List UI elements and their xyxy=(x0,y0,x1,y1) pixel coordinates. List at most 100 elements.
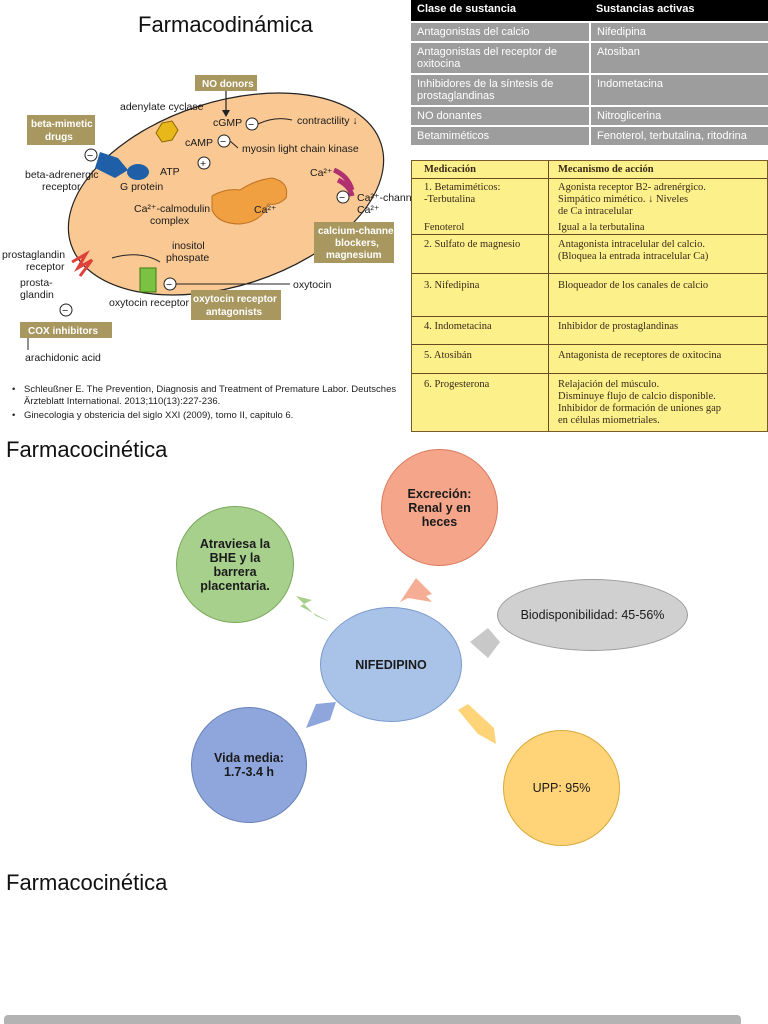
bubble-upp: UPP: 95% xyxy=(503,730,620,846)
beta-receptor-shape xyxy=(95,152,128,178)
bubble-excrecion-text: Excreción: Renal y en heces xyxy=(407,486,472,529)
table-row: Antagonistas del calcio Nifedipina xyxy=(411,22,768,43)
table-cell: Nitroglicerina xyxy=(590,106,768,127)
adenylate-cyclase-label: adenylate cyclase xyxy=(120,101,204,113)
table-row: Inhibidores de la síntesis de prostaglan… xyxy=(411,74,768,107)
arrow-up xyxy=(400,578,432,602)
mec-1b: Simpático mimético. ↓ Niveles xyxy=(558,194,689,205)
camp-label: cAMP xyxy=(185,137,213,149)
pg-receptor-label-1: prostaglandin xyxy=(2,249,65,261)
mec-2b: (Bloquea la entrada intracelular Ca) xyxy=(558,251,709,262)
beta-mimetic-text-1: beta-mimetic xyxy=(31,119,93,130)
cox-text: COX inhibitors xyxy=(28,326,98,337)
references: Schleußner E. The Prevention, Diagnosis … xyxy=(10,384,410,424)
table-cell: Betamiméticos xyxy=(411,126,591,147)
arrow-up-left xyxy=(296,596,330,622)
table-cell: NO donantes xyxy=(411,106,591,127)
mec-4: Inhibidor de prostaglandinas xyxy=(558,321,679,332)
table-row: Betamiméticos Fenoterol, terbutalina, ri… xyxy=(411,126,768,147)
med-6: 6. Progesterona xyxy=(424,379,490,390)
header-medicacion: Medicación xyxy=(424,164,476,175)
ora-text-1: oxytocin receptor xyxy=(193,294,277,305)
label-cox xyxy=(20,322,112,338)
med-1b: -Terbutalina xyxy=(424,194,476,205)
header-sustancias: Sustancias activas xyxy=(590,0,768,23)
g-protein-label: G protein xyxy=(120,181,163,193)
mec-2: Antagonista intracelular del calcio. xyxy=(558,239,705,250)
bubble-biodisp-text: Biodisponibilidad: 45-56% xyxy=(520,608,665,622)
beta-receptor-label-1: beta-adrenergic xyxy=(25,169,99,181)
beta-receptor-label-2: receptor xyxy=(42,181,81,193)
med-1: 1. Betamiméticos: xyxy=(424,182,501,193)
table-substance-classes: Clase de sustancia Sustancias activas An… xyxy=(411,0,768,147)
radial-arrows xyxy=(296,578,500,744)
arrow-down-right xyxy=(458,704,496,744)
scrollbar[interactable] xyxy=(4,1015,741,1024)
mec-6c: Inhibidor de formación de uniones gap xyxy=(558,403,721,414)
mec-6d: en células miometriales. xyxy=(558,415,660,426)
ca-center-label: Ca²⁺ xyxy=(254,204,277,216)
ccb-text-3: magnesium xyxy=(326,250,382,261)
bubble-vida-media: Vida media: 1.7-3.4 h xyxy=(191,707,307,823)
oxytocin-receptor-label: oxytocin receptor xyxy=(109,297,189,309)
table-cell: Atosiban xyxy=(590,42,768,75)
oxytocin-label: oxytocin xyxy=(293,279,332,291)
table-cell: Inhibidores de la síntesis de prostaglan… xyxy=(411,74,591,107)
title-farmacocinetica-2: Farmacocinética xyxy=(6,870,168,895)
pg-receptor-label-2: receptor xyxy=(26,261,65,273)
table-cell: Nifedipina xyxy=(590,22,768,43)
atp-label: ATP xyxy=(160,166,180,178)
minus-sign: − xyxy=(220,136,226,148)
ca-right-label: Ca²⁺ xyxy=(310,167,333,179)
table-mechanisms: Medicación Mecanismo de acción 1. Betami… xyxy=(411,160,768,432)
pg-label-1: prosta- xyxy=(20,277,53,289)
arrow-right xyxy=(470,628,500,658)
bubble-atraviesa-text: Atraviesa la BHE y la barrera placentari… xyxy=(199,536,271,593)
label-oxytocin-antagonists xyxy=(191,290,281,320)
mec-1c: de Ca intracelular xyxy=(558,206,633,217)
calmodulin-label-1: Ca²⁺-calmodulin xyxy=(134,203,210,215)
bubble-biodisponibilidad: Biodisponibilidad: 45-56% xyxy=(497,579,688,651)
header-mecanismo: Mecanismo de acción xyxy=(558,164,654,175)
label-beta-mimetic xyxy=(27,115,95,145)
contractility-label: contractility ↓ xyxy=(297,115,358,127)
arrow-down-left xyxy=(306,702,336,728)
plus-sign: + xyxy=(200,158,206,170)
minus-sign: − xyxy=(62,305,68,317)
title-farmacodinamica: Farmacodinámica xyxy=(138,12,313,37)
bubble-excrecion: Excreción: Renal y en heces xyxy=(381,449,498,566)
label-no-donors xyxy=(195,75,257,91)
table-cell: Indometacina xyxy=(590,74,768,107)
reference-1: Schleußner E. The Prevention, Diagnosis … xyxy=(10,384,410,408)
med-2: 2. Sulfato de magnesio xyxy=(424,239,521,250)
minus-sign: − xyxy=(248,119,254,131)
med-fenoterol: Fenoterol xyxy=(424,222,465,233)
ora-text-2: antagonists xyxy=(206,307,263,318)
bubble-nifedipino: NIFEDIPINO xyxy=(320,607,462,722)
label-ccb xyxy=(314,222,394,263)
table-cell: Antagonistas del calcio xyxy=(411,22,591,43)
bubble-nifedipino-text: NIFEDIPINO xyxy=(355,657,427,672)
pg-label-2: glandin xyxy=(20,289,54,301)
ccb-text-1: calcium-channel xyxy=(318,226,397,237)
g-protein-shape xyxy=(127,164,149,180)
arachidonic-label: arachidonic acid xyxy=(25,352,101,364)
med-3: 3. Nifedipina xyxy=(424,280,480,291)
inositol-label-1: inositol xyxy=(172,240,205,252)
ca-channel-label: Ca²⁺-channel xyxy=(357,192,412,204)
bubble-vida-text: Vida media: 1.7-3.4 h xyxy=(214,751,284,779)
calmodulin-label-2: complex xyxy=(150,215,190,227)
inositol-label-2: phospate xyxy=(166,252,209,264)
mec-6b: Disminuye flujo de calcio disponible. xyxy=(558,391,716,402)
table-row: NO donantes Nitroglicerina xyxy=(411,106,768,127)
table-header-row: Clase de sustancia Sustancias activas xyxy=(411,0,768,23)
mlck-label: myosin light chain kinase xyxy=(242,143,359,155)
header-clase: Clase de sustancia xyxy=(411,0,590,23)
ccb-text-2: blockers, xyxy=(335,238,379,249)
no-donors-text: NO donors xyxy=(202,79,254,90)
med-5: 5. Atosibán xyxy=(424,350,472,361)
pharmacodynamics-diagram: NO donors adenylate cyclase cGMP − contr… xyxy=(2,75,412,364)
title-farmacocinetica-1: Farmacocinética xyxy=(6,437,168,462)
ca-out-label: Ca²⁺ xyxy=(357,204,380,216)
table-row: Antagonistas del receptor de oxitocina A… xyxy=(411,42,768,75)
